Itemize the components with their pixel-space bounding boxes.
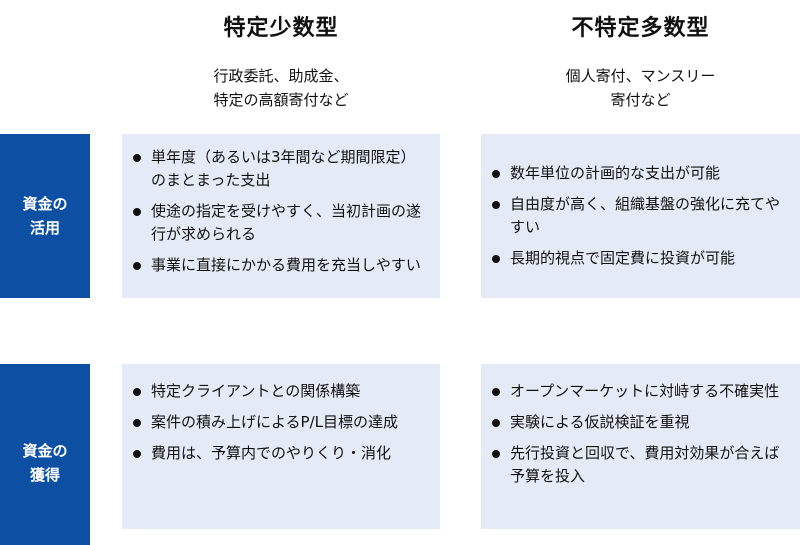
cell-acquisition-specific-few: 特定クライアントとの関係構築 案件の積み上げによるP/L目標の達成 費用は、予算… <box>122 364 440 529</box>
list-item: 事業に直接にかかる費用を充当しやすい <box>132 254 428 277</box>
list-item: 特定クライアントとの関係構築 <box>132 380 428 403</box>
column-subtitle-line: 寄付など <box>610 91 671 109</box>
bullet-list: 数年単位の計画的な支出が可能 自由度が高く、組織基盤の強化に充てやすい 長期的視… <box>491 162 788 270</box>
bullet-list: 特定クライアントとの関係構築 案件の積み上げによるP/L目標の達成 費用は、予算… <box>132 380 428 465</box>
row-label-line: 資金の <box>22 441 68 460</box>
cell-acquisition-unspecified-many: オープンマーケットに対峙する不確実性 実験による仮説検証を重視 先行投資と回収で… <box>481 364 800 529</box>
column-title-specific-few: 特定少数型 <box>223 16 339 41</box>
list-item: 単年度（あるいは3年間など期間限定）のまとまった支出 <box>132 146 428 192</box>
list-item: 案件の積み上げによるP/L目標の達成 <box>132 411 428 434</box>
row-label-line: 資金の <box>22 195 68 213</box>
cell-usage-unspecified-many: 数年単位の計画的な支出が可能 自由度が高く、組織基盤の強化に充てやすい 長期的視… <box>481 134 800 298</box>
bullet-list: オープンマーケットに対峙する不確実性 実験による仮説検証を重視 先行投資と回収で… <box>491 380 788 488</box>
column-subtitle-unspecified-many: 個人寄付、マンスリー 寄付など <box>481 64 800 112</box>
list-item: 自由度が高く、組織基盤の強化に充てやすい <box>491 193 788 239</box>
row-label-fund-usage: 資金の 活用 <box>0 134 90 298</box>
list-item: 長期的視点で固定費に投資が可能 <box>491 247 788 270</box>
column-subtitle-specific-few: 行政委託、助成金、 特定の高額寄付など <box>122 64 440 112</box>
list-item: 先行投資と回収で、費用対効果が合えば予算を投入 <box>491 442 788 488</box>
row-label-fund-acquisition: 資金の 獲得 <box>0 364 90 545</box>
row-label-line: 活用 <box>29 219 60 237</box>
column-subtitle-line: 個人寄付、マンスリー <box>565 67 716 85</box>
list-item: 数年単位の計画的な支出が可能 <box>491 162 788 185</box>
row-label-line: 獲得 <box>29 465 60 484</box>
list-item: 使途の指定を受けやすく、当初計画の遂行が求められる <box>132 200 428 246</box>
list-item: オープンマーケットに対峙する不確実性 <box>491 380 788 403</box>
column-subtitle-line: 行政委託、助成金、 <box>213 67 349 85</box>
list-item: 実験による仮説検証を重視 <box>491 411 788 434</box>
column-title-unspecified-many: 不特定多数型 <box>571 16 710 41</box>
list-item: 費用は、予算内でのやりくり・消化 <box>132 442 428 465</box>
column-subtitle-line: 特定の高額寄付など <box>213 91 349 109</box>
cell-usage-specific-few: 単年度（あるいは3年間など期間限定）のまとまった支出 使途の指定を受けやすく、当… <box>122 134 440 298</box>
bullet-list: 単年度（あるいは3年間など期間限定）のまとまった支出 使途の指定を受けやすく、当… <box>132 146 428 277</box>
